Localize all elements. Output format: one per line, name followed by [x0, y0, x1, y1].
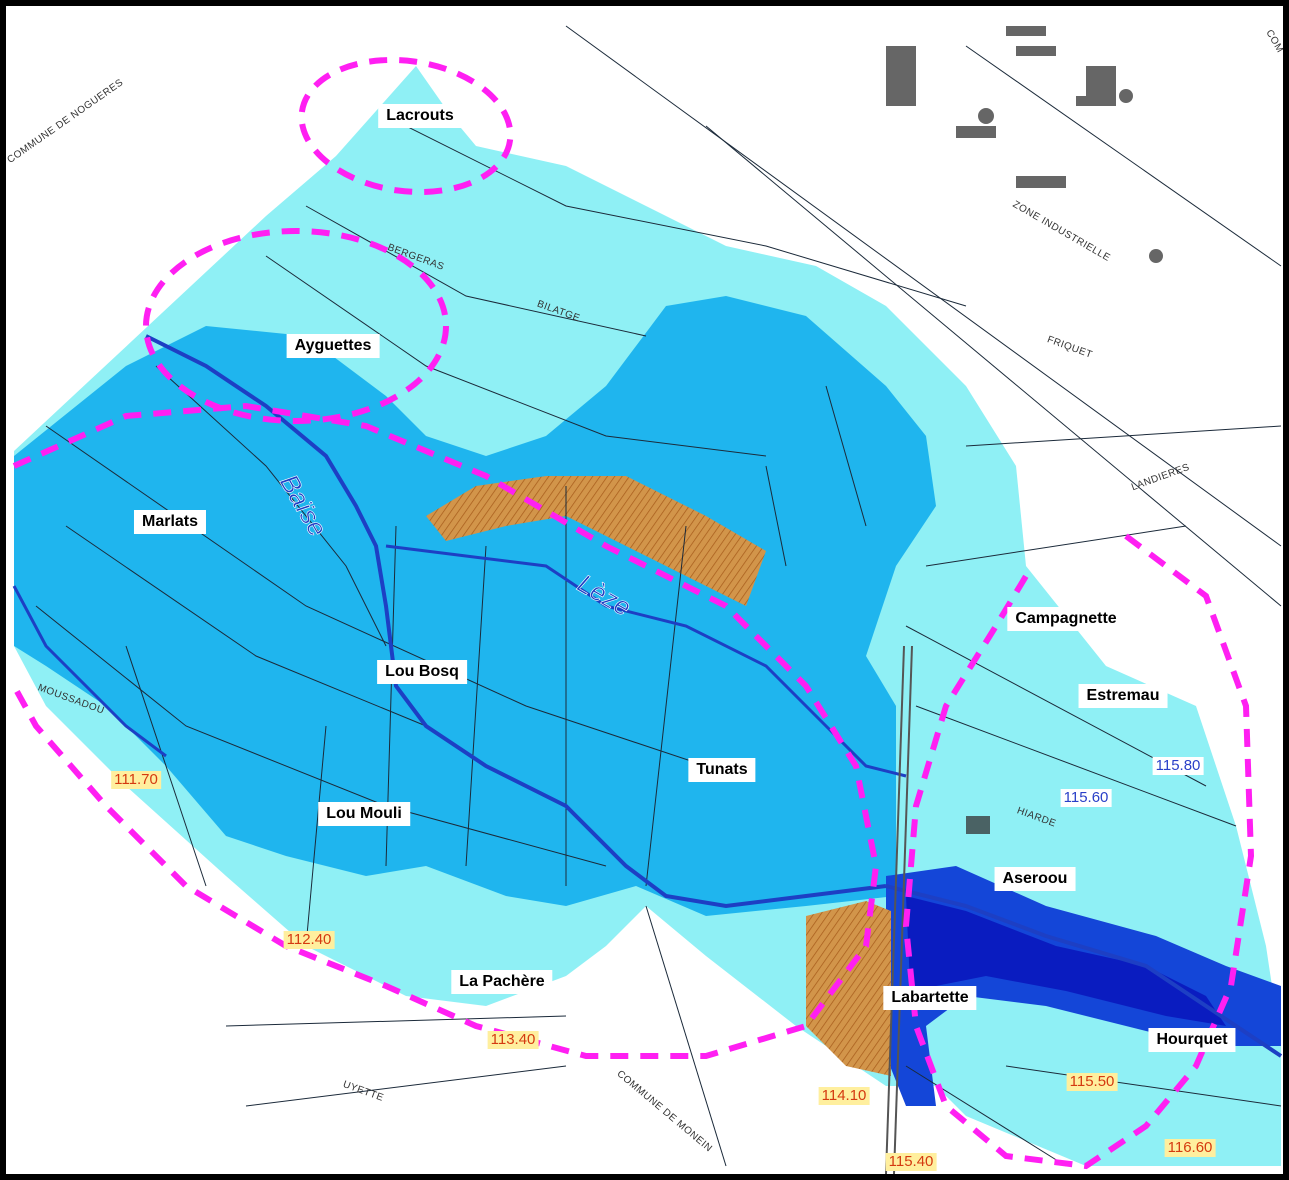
place-label-marlats: Marlats	[133, 510, 207, 534]
parcel-lines	[35, 25, 1282, 1167]
elevation-label: 115.80	[1152, 757, 1204, 775]
place-label-ayguettes: Ayguettes	[286, 334, 380, 358]
elevation-label: 113.40	[487, 1031, 539, 1049]
road-north-south	[885, 645, 905, 1174]
river-west-channel	[12, 585, 167, 758]
elevation-label: 114.10	[818, 1087, 870, 1105]
hatched-zone-south	[806, 901, 891, 1076]
place-label-labartette: Labartette	[883, 986, 977, 1010]
place-label-campagnette: Campagnette	[1007, 607, 1125, 631]
place-label-aseroou: Aseroou	[994, 867, 1076, 891]
zone-outlines	[11, 56, 1255, 1170]
place-label-hourquet: Hourquet	[1148, 1028, 1236, 1052]
zone-outline-large	[11, 402, 880, 1059]
road-north-south-2	[893, 645, 913, 1174]
elevation-label: 115.40	[885, 1153, 937, 1171]
elevation-label: 111.70	[111, 771, 161, 789]
zone-outline-lacrouts	[298, 56, 514, 196]
place-label-lou-bosq: Lou Bosq	[377, 660, 467, 684]
place-label-estremau: Estremau	[1078, 684, 1168, 708]
place-label-tunats: Tunats	[688, 758, 756, 782]
place-label-la-pachere: La Pachère	[451, 970, 553, 994]
river-baise	[145, 334, 887, 909]
place-label-lou-mouli: Lou Mouli	[318, 802, 410, 826]
place-label-lacrouts: Lacrouts	[378, 104, 462, 128]
elevation-label: 116.60	[1164, 1139, 1216, 1157]
river-east-channel	[885, 884, 1283, 1058]
map-canvas	[6, 6, 1283, 1174]
elevation-label: 115.60	[1060, 789, 1112, 807]
river-leze	[385, 544, 907, 778]
elevation-label: 112.40	[283, 931, 335, 949]
hazard-very-strong-zone	[906, 896, 1226, 1026]
industrial-blocks	[886, 26, 1163, 834]
elevation-label: 115.50	[1066, 1073, 1118, 1091]
zone-outline-ayguettes	[143, 228, 449, 424]
